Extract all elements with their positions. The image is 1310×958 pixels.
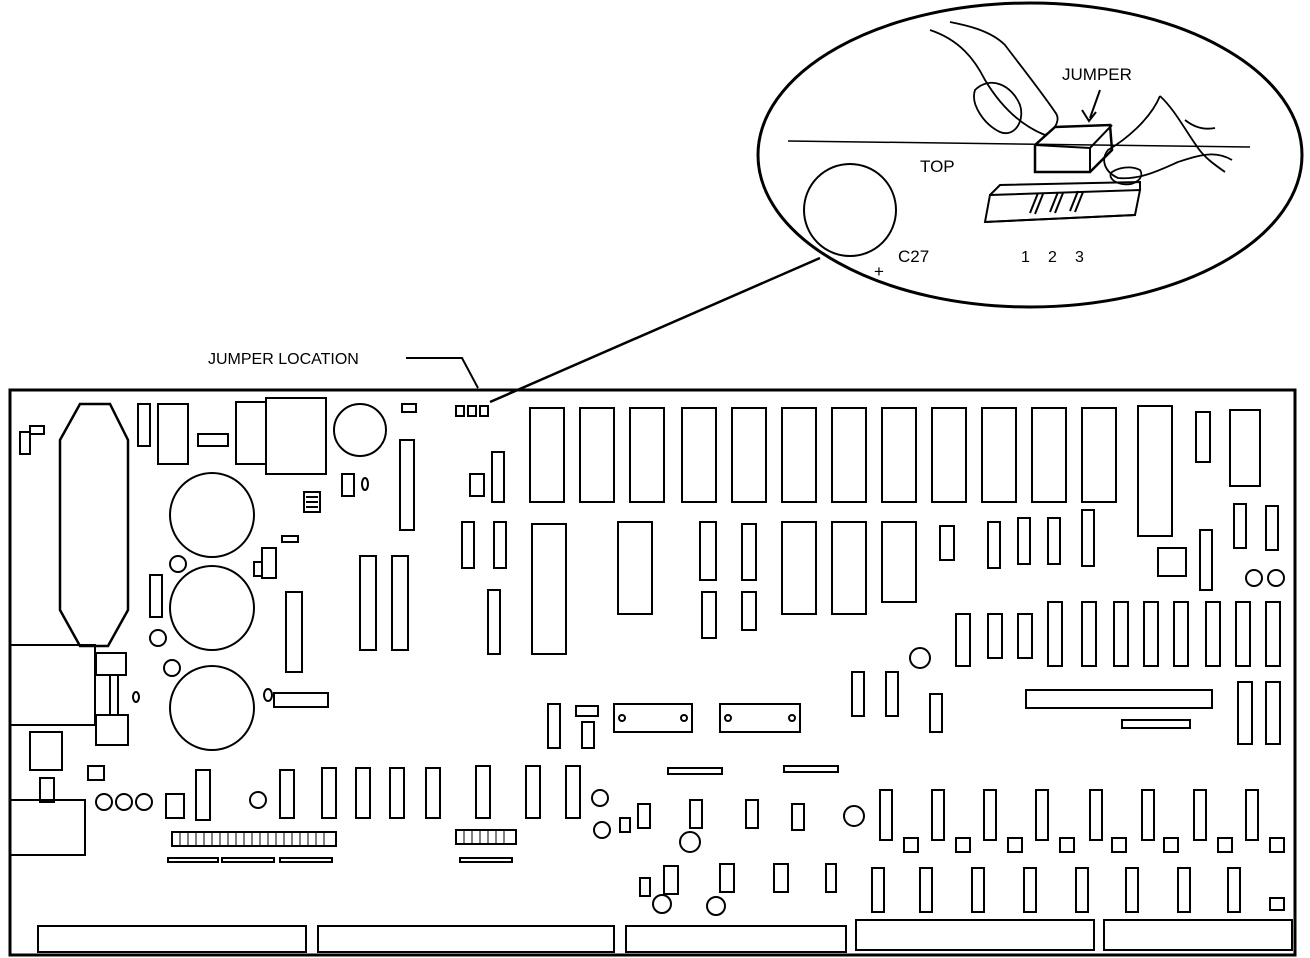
pin-label-2: 2 xyxy=(1048,249,1057,266)
callout-leader-line xyxy=(489,256,821,404)
jumper-location-leader xyxy=(406,357,479,389)
jumper-on-board xyxy=(455,405,489,417)
capacitor-label: C27 xyxy=(898,247,929,266)
polarity-mark: + xyxy=(874,262,884,281)
jumper-callout: JUMPER TOP C27 + 1 2 3 xyxy=(756,1,1304,309)
edge-connectors xyxy=(37,919,1293,953)
jumper-location-label: JUMPER LOCATION xyxy=(208,351,359,368)
jumper-arrow xyxy=(1089,89,1101,119)
jumper-label: JUMPER xyxy=(1062,65,1132,84)
fingers-illustration xyxy=(929,21,1233,186)
ic-right-row xyxy=(955,601,1281,667)
ic-bottom-right-row xyxy=(871,789,1285,913)
circuit-board xyxy=(8,388,1297,957)
jumper-header xyxy=(983,180,1142,224)
jumper-shunt xyxy=(1033,123,1114,174)
top-label: TOP xyxy=(920,157,955,176)
capacitor-c27 xyxy=(803,163,897,257)
ic-top-row xyxy=(529,405,1261,537)
pin-label-1: 1 xyxy=(1021,249,1030,266)
pin-label-3: 3 xyxy=(1075,249,1084,266)
